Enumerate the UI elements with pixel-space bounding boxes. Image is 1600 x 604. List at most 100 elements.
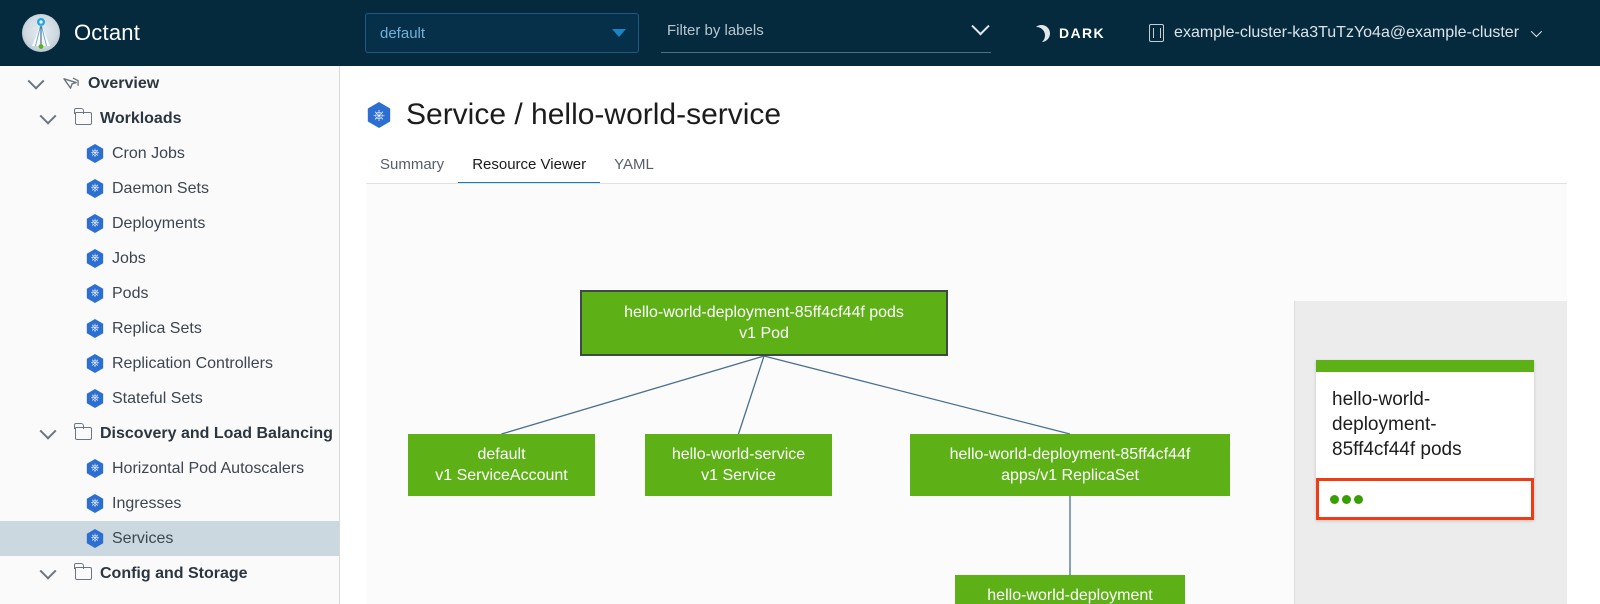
sidebar-item-label: Horizontal Pod Autoscalers <box>112 459 305 477</box>
cursor-icon <box>62 77 79 89</box>
sidebar-item-label: Ingresses <box>112 494 182 512</box>
sidebar-item-stateful-sets[interactable]: ⎈ Stateful Sets <box>0 381 339 416</box>
sidebar-item-label: Discovery and Load Balancing <box>100 424 333 442</box>
cluster-icon <box>1149 24 1165 42</box>
main-content: ⎈ Service / hello-world-service Summary R… <box>340 66 1600 604</box>
chevron-down-icon[interactable] <box>39 107 57 125</box>
sidebar-item-pods[interactable]: ⎈ Pods <box>0 276 339 311</box>
sidebar-item-label: Stateful Sets <box>112 389 203 407</box>
sidebar-item-label: Jobs <box>112 249 146 267</box>
label-filter-placeholder: Filter by labels <box>667 22 764 39</box>
tab-resource-viewer[interactable]: Resource Viewer <box>458 150 601 185</box>
sidebar-item-services[interactable]: ⎈Services <box>0 521 339 556</box>
chevron-down-icon[interactable] <box>27 72 45 90</box>
k8s-pod-icon: ⎈ <box>86 284 104 303</box>
icon-slot: ⎈ <box>78 529 112 548</box>
folder-icon <box>73 563 92 580</box>
caret-down-icon <box>612 29 626 37</box>
sidebar-item-label: Pods <box>112 284 149 302</box>
octant-logo-icon <box>22 14 60 52</box>
graph-edge-pod-service <box>737 355 765 435</box>
app-header: Octant default Filter by labels DARK exa… <box>0 0 1600 66</box>
theme-toggle[interactable]: DARK <box>1033 25 1105 42</box>
graph-node-replicaset[interactable]: hello-world-deployment-85ff4cf44f apps/v1… <box>910 434 1230 496</box>
sidebar-item-ingresses[interactable]: ⎈ Ingresses <box>0 486 339 521</box>
icon-slot: ⎈ <box>78 144 112 163</box>
sidebar-item-workloads[interactable]: Workloads <box>0 101 339 136</box>
caret-slot[interactable] <box>30 422 66 440</box>
sidebar-item-label: Deployments <box>112 214 206 232</box>
sidebar-item-jobs[interactable]: ⎈ Jobs <box>0 241 339 276</box>
graph-edge-pod-sa <box>501 355 765 435</box>
sidebar-item-replica-sets[interactable]: ⎈Replica Sets <box>0 311 339 346</box>
sidebar-item-replication-controllers[interactable]: ⎈ Replication Controllers <box>0 346 339 381</box>
namespace-select[interactable]: default <box>365 13 639 53</box>
k8s-hpa-icon: ⎈ <box>86 459 104 478</box>
caret-slot[interactable] <box>30 107 66 125</box>
sidebar-item-discovery-and-load-balancing[interactable]: Discovery and Load Balancing <box>0 416 339 451</box>
k8s-service-icon: ⎈ <box>367 102 391 128</box>
graph-node-deployment[interactable]: hello-world-deploymentapps/v1 Deployment <box>955 575 1185 604</box>
sidebar-item-deployments[interactable]: ⎈ Deployments <box>0 206 339 241</box>
brand-name: Octant <box>74 20 141 45</box>
node-name: hello-world-service <box>671 446 806 463</box>
sidebar-item-horizontal-pod-autoscalers[interactable]: ⎈ Horizontal Pod Autoscalers <box>0 451 339 486</box>
brand[interactable]: Octant <box>0 0 345 66</box>
label-filter-input[interactable]: Filter by labels <box>661 13 991 53</box>
tab-yaml[interactable]: YAML <box>614 156 654 173</box>
icon-slot: ⎈ <box>78 354 112 373</box>
cluster-selector[interactable]: example-cluster-ka3TuTzYo4a@example-clus… <box>1149 24 1543 42</box>
icon-slot <box>66 108 100 125</box>
status-dot <box>1330 494 1339 504</box>
icon-slot: ⎈ <box>78 284 112 303</box>
detail-card[interactable]: hello-world-deployment-85ff4cf44f pods <box>1316 360 1534 520</box>
icon-slot: ⎈ <box>78 459 112 478</box>
chevron-down-icon <box>1530 25 1543 38</box>
namespace-value: default <box>380 24 426 42</box>
k8s-job-icon: ⎈ <box>86 249 104 268</box>
k8s-deployment-icon: ⎈ <box>86 214 104 233</box>
chevron-down-icon[interactable] <box>39 562 57 580</box>
chevron-down-icon[interactable] <box>39 422 57 440</box>
sidebar-item-label: Config and Storage <box>100 564 248 582</box>
sidebar-item-label: Workloads <box>100 109 182 127</box>
sidebar-item-label: Services <box>112 529 174 547</box>
folder-icon <box>73 108 92 125</box>
sidebar-item-label: Daemon Sets <box>112 179 209 197</box>
card-status-row[interactable] <box>1316 478 1534 520</box>
sidebar-item-overview[interactable]: Overview <box>0 66 339 101</box>
card-title: hello-world-deployment-85ff4cf44f pods <box>1332 389 1462 460</box>
sidebar-item-label: Cron Jobs <box>112 144 185 162</box>
k8s-cronjob-icon: ⎈ <box>86 144 104 163</box>
graph-edges <box>501 355 1071 575</box>
node-kind: apps/v1 ReplicaSet <box>1001 467 1139 484</box>
k8s-rc-icon: ⎈ <box>86 354 104 373</box>
node-name: hello-world-deployment-85ff4cf44f <box>949 446 1191 463</box>
page-title: ⎈ Service / hello-world-service <box>340 66 1600 132</box>
sidebar-item-label: Replication Controllers <box>112 354 273 372</box>
page-title-text: Service / hello-world-service <box>406 98 782 131</box>
sidebar-item-cron-jobs[interactable]: ⎈ Cron Jobs <box>0 136 339 171</box>
card-accent-bar <box>1316 360 1534 372</box>
node-name: hello-world-deployment <box>987 587 1153 604</box>
icon-slot <box>54 76 88 91</box>
k8s-ingress-icon: ⎈ <box>86 494 104 513</box>
icon-slot: ⎈ <box>78 179 112 198</box>
sidebar-item-config-and-storage[interactable]: Config and Storage <box>0 556 339 591</box>
tab-summary[interactable]: Summary <box>380 156 445 173</box>
caret-slot[interactable] <box>18 72 54 90</box>
chevron-down-icon <box>971 17 990 36</box>
sidebar-item-daemon-sets[interactable]: ⎈ Daemon Sets <box>0 171 339 206</box>
cluster-name: example-cluster-ka3TuTzYo4a@example-clus… <box>1174 24 1520 41</box>
k8s-daemonset-icon: ⎈ <box>86 179 104 198</box>
caret-slot[interactable] <box>30 562 66 580</box>
icon-slot: ⎈ <box>78 494 112 513</box>
folder-icon <box>73 423 92 440</box>
k8s-statefulset-icon: ⎈ <box>86 389 104 408</box>
tab-bar[interactable]: Summary Resource Viewer YAML <box>366 150 1542 185</box>
